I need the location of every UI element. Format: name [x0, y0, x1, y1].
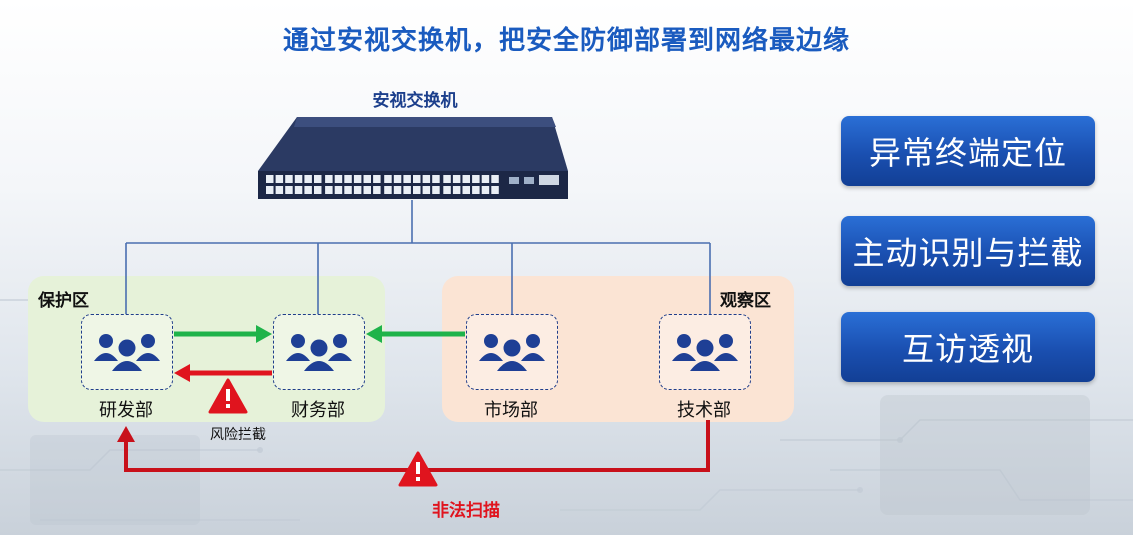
switch-port [353, 175, 362, 183]
switch-port [452, 186, 461, 194]
risk-block-label: 风险拦截 [210, 427, 266, 443]
switch-port [344, 175, 352, 183]
switch-port [294, 175, 303, 183]
switch-port [462, 175, 470, 183]
dept-label-finance: 财务部 [291, 400, 345, 421]
illegal-scan-label: 非法扫描 [432, 501, 500, 521]
switch-port [422, 175, 431, 183]
user-group-icon [672, 334, 738, 371]
dept-label-market: 市场部 [484, 400, 538, 421]
dept-label-rd: 研发部 [99, 400, 153, 421]
dept-node-finance[interactable] [273, 314, 365, 390]
switch-port [363, 186, 371, 194]
network-switch-icon [258, 117, 568, 199]
switch-port [432, 175, 440, 183]
switch-port [481, 186, 490, 194]
user-group-icon [479, 334, 545, 371]
switch-port [334, 175, 343, 183]
switch-port [285, 175, 293, 183]
switch-port [413, 186, 421, 194]
dept-node-market[interactable] [466, 314, 558, 390]
switch-port [373, 175, 381, 183]
switch-label: 安视交换机 [372, 91, 458, 111]
switch-port [403, 186, 411, 194]
switch-port [275, 186, 284, 194]
switch-port [481, 175, 490, 183]
switch-port [373, 186, 381, 194]
page-title: 通过安视交换机，把安全防御部署到网络最边缘 [282, 26, 850, 56]
switch-port [393, 175, 402, 183]
switch-port [413, 175, 421, 183]
dept-label-tech: 技术部 [677, 400, 731, 421]
protect-zone-label: 保护区 [38, 291, 89, 311]
switch-port [491, 186, 499, 194]
switch-port [266, 175, 274, 183]
observe-zone-label: 观察区 [720, 291, 771, 311]
switch-port [334, 186, 343, 194]
switch-port [393, 186, 402, 194]
feature-button-mutual-visibility[interactable]: 互访透视 [841, 312, 1095, 382]
switch-port [384, 186, 392, 194]
user-group-icon [94, 334, 160, 371]
dept-node-tech[interactable] [659, 314, 751, 390]
switch-port [443, 175, 451, 183]
switch-port [344, 186, 352, 194]
switch-port [294, 186, 303, 194]
switch-port [472, 186, 480, 194]
switch-port [304, 175, 312, 183]
switch-port [422, 186, 431, 194]
switch-port [363, 175, 371, 183]
switch-port [384, 175, 392, 183]
user-group-icon [286, 334, 352, 371]
switch-port [285, 186, 293, 194]
switch-port [472, 175, 480, 183]
switch-port [325, 175, 333, 183]
switch-port [314, 186, 322, 194]
switch-port [304, 186, 312, 194]
switch-port [353, 186, 362, 194]
switch-port [403, 175, 411, 183]
switch-port [462, 186, 470, 194]
switch-port [452, 175, 461, 183]
switch-port [443, 186, 451, 194]
dept-node-rd[interactable] [81, 314, 173, 390]
observe-zone [442, 276, 794, 422]
switch-port [325, 186, 333, 194]
switch-port [275, 175, 284, 183]
switch-port [491, 175, 499, 183]
switch-port [314, 175, 322, 183]
switch-port [432, 186, 440, 194]
feature-button-identify-block[interactable]: 主动识别与拦截 [841, 216, 1095, 286]
switch-port [266, 186, 274, 194]
feature-button-anomaly-locate[interactable]: 异常终端定位 [841, 116, 1095, 186]
